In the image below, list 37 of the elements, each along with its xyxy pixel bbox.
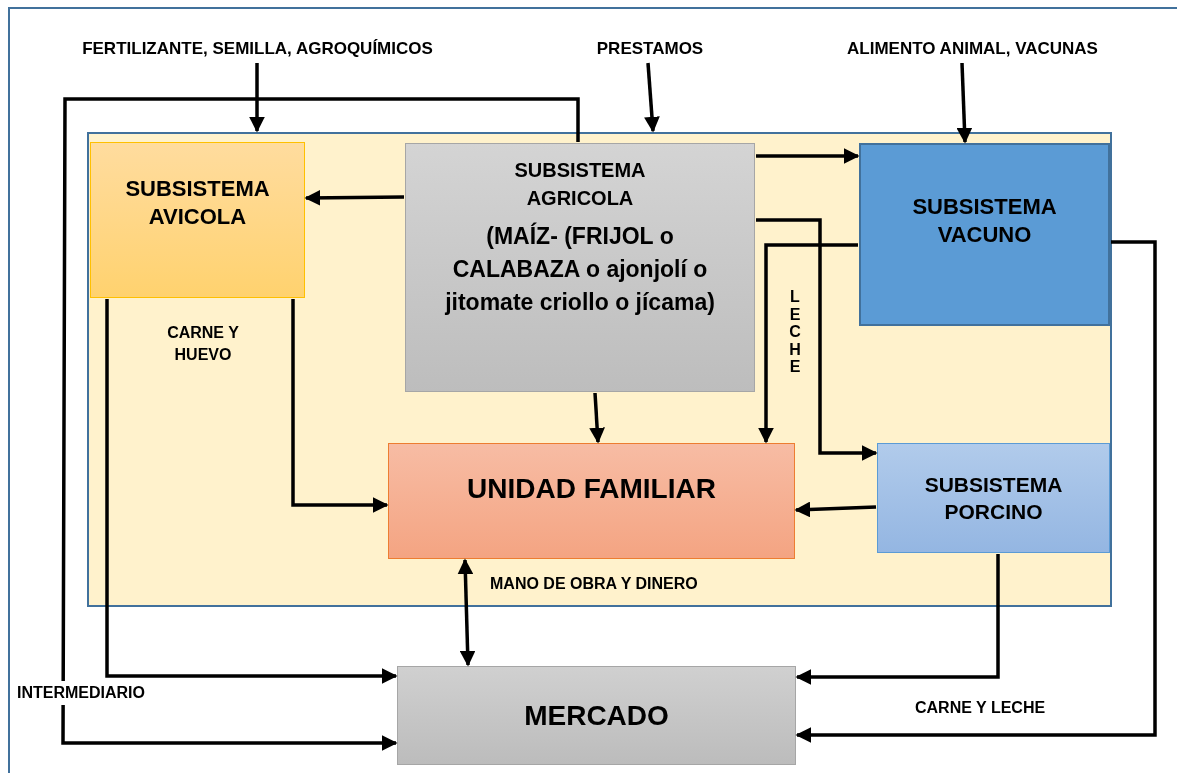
arrow xyxy=(589,392,605,444)
process-box xyxy=(877,443,1110,553)
process-box xyxy=(397,666,796,765)
flow-label: CARNE Y LECHE xyxy=(915,698,1047,718)
arrow xyxy=(758,243,858,444)
arrow xyxy=(794,501,877,518)
arrow xyxy=(795,554,1000,685)
arrow xyxy=(956,62,973,144)
arrow xyxy=(457,558,476,667)
node-text: ALIMENTO ANIMAL, VACUNAS xyxy=(847,38,1098,61)
arrow xyxy=(756,148,860,164)
edge-label: INTERMEDIARIO xyxy=(15,681,147,705)
node-text: SUBSISTEMA AGRICOLA xyxy=(513,158,647,211)
process-box xyxy=(859,143,1110,326)
arrow xyxy=(249,63,265,133)
process-box xyxy=(90,142,305,298)
node-text: UNIDAD FAMILIAR xyxy=(467,472,716,506)
arrow xyxy=(756,218,878,461)
arrow xyxy=(304,190,404,206)
node-text: (MAÍZ- (FRIJOL o CALABAZA o ajonjolí o jitomate criollo o jícama) xyxy=(444,221,716,317)
node-text: MERCADO xyxy=(524,698,669,733)
arrow xyxy=(105,299,398,684)
node-text: SUBSISTEMA AVICOLA xyxy=(124,175,271,231)
node-text: SUBSISTEMA PORCINO xyxy=(923,472,1064,525)
node-text: SUBSISTEMA VACUNO xyxy=(911,193,1058,249)
flow-label: MANO DE OBRA Y DINERO xyxy=(490,574,699,594)
process-box xyxy=(405,143,755,392)
arrow xyxy=(644,62,660,133)
flow-label: CARNE Y HUEVO xyxy=(166,323,240,365)
process-box xyxy=(388,443,795,559)
node-text: PRESTAMOS xyxy=(596,38,704,61)
system-band xyxy=(87,132,1112,607)
node-text: FERTILIZANTE, SEMILLA, AGROQUÍMICOS xyxy=(82,38,433,61)
flow-label: LECHE xyxy=(788,288,802,376)
arrow xyxy=(291,299,389,513)
arrow xyxy=(61,97,580,751)
arrow xyxy=(795,240,1157,743)
